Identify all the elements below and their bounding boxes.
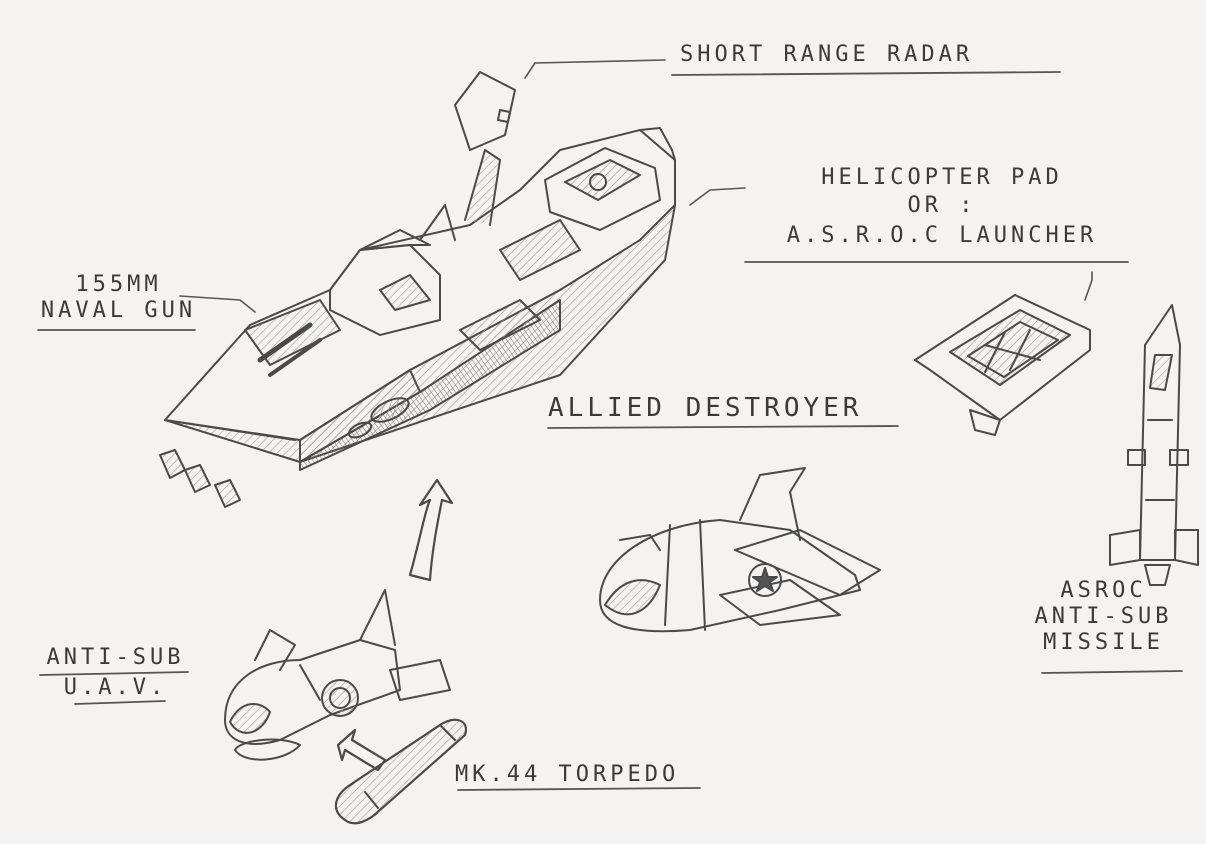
helicopter-pad-line: HELICOPTER PAD [821,165,1063,190]
naval-gun-label: 155MM NAVAL GUN [36,272,201,324]
antisub-uav-sketch [224,589,451,761]
asroc-missile-sketch [1109,304,1199,586]
asroc-launcher-line: A.S.R.O.C LAUNCHER [786,223,1098,248]
sheet-title: ALLIED DESTROYER [548,393,863,423]
missile-role-line: ANTI-SUB [1034,604,1173,629]
upgrade-arrows [336,478,454,772]
or-line: OR : [907,193,977,218]
asroc-launcher-sketch [914,294,1091,436]
leader-lines [179,59,1093,313]
destroyer-sketch [159,71,676,508]
uav-role-line: ANTI-SUB [46,645,185,670]
gun-name-line: NAVAL GUN [40,298,197,323]
missile-name-line: ASROC [1060,578,1147,603]
helicopter-pad-label: HELICOPTER PAD OR : A.S.R.O.C LAUNCHER [752,165,1132,249]
label-underlines [37,71,1183,791]
antisub-uav-label: ANTI-SUB U.A.V. [38,645,193,701]
uav-type-line: U.A.V. [63,675,168,700]
allied-drone-sketch [599,467,881,633]
torpedo-sketch [335,718,467,825]
missile-type-line: MISSILE [1043,630,1164,655]
missile-label: ASROC ANTI-SUB MISSILE [1016,578,1191,656]
radar-label: SHORT RANGE RADAR [680,42,974,67]
torpedo-label: MK.44 TORPEDO [455,762,680,787]
gun-caliber-line: 155MM [75,272,162,297]
